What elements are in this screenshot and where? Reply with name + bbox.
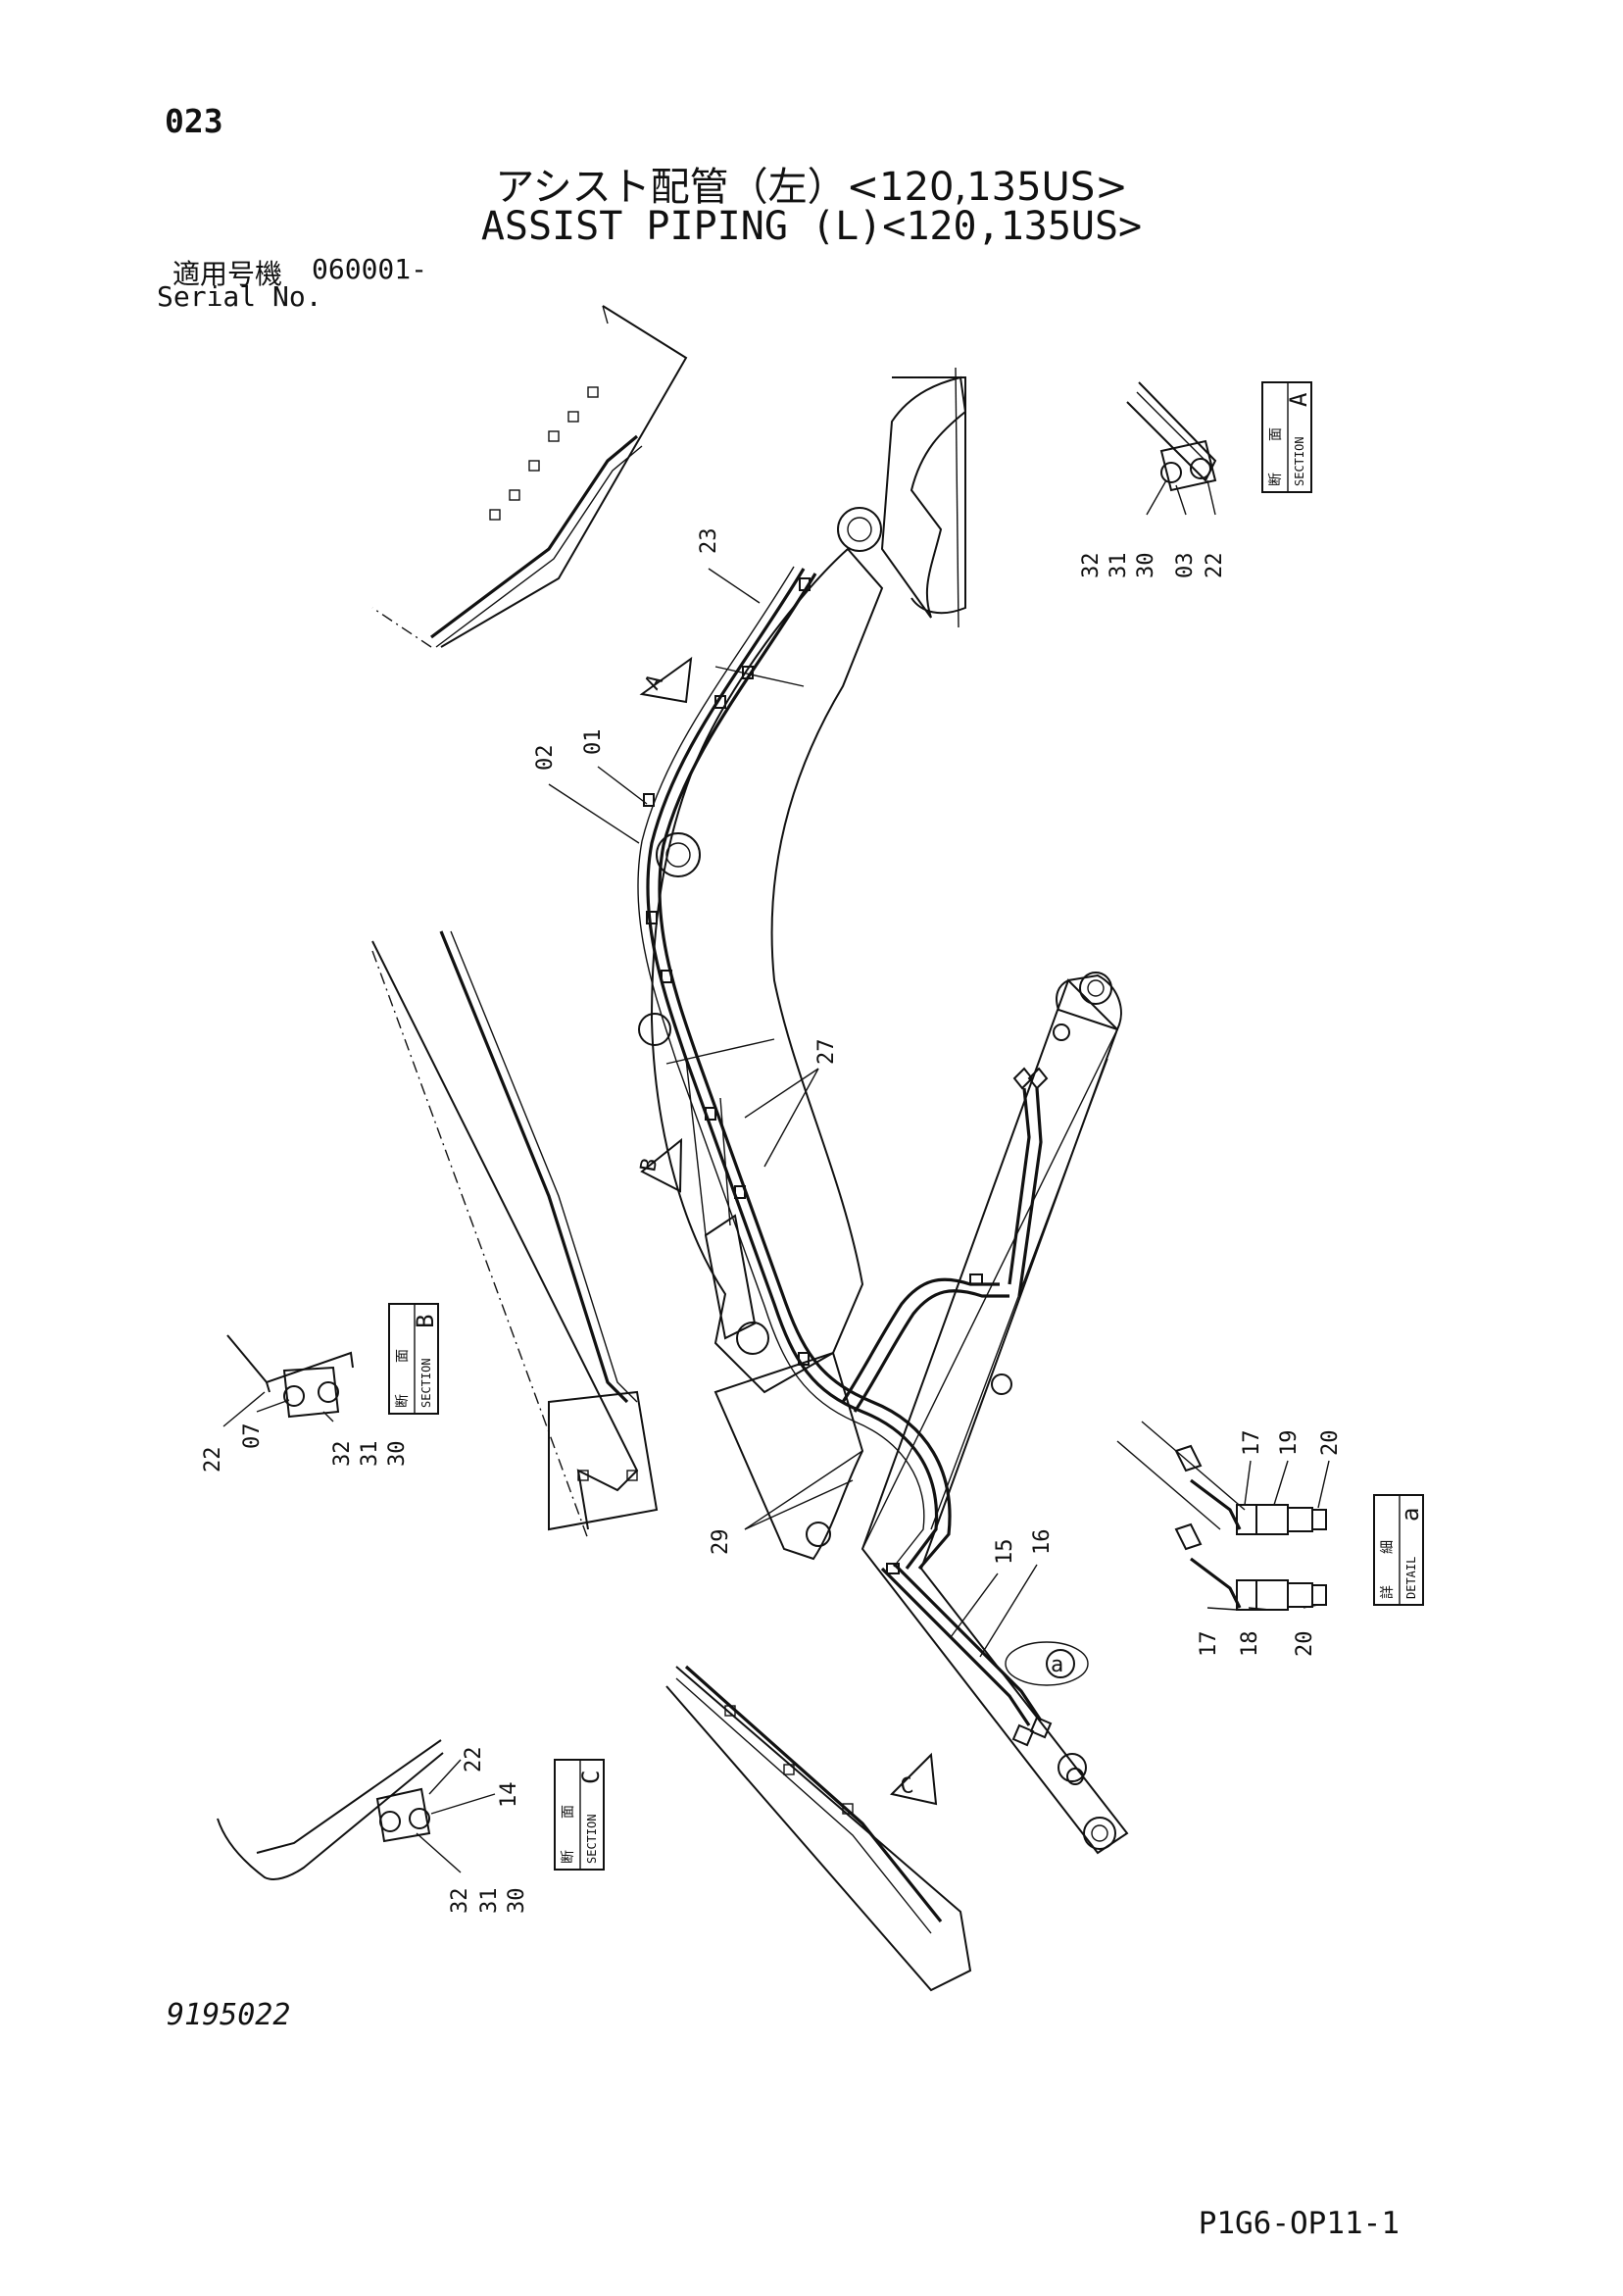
svg-text:17: 17 (1240, 1430, 1264, 1457)
svg-text:23: 23 (697, 528, 721, 555)
svg-text:断: 断 (395, 1394, 411, 1408)
svg-text:02: 02 (533, 745, 558, 772)
svg-text:32: 32 (1079, 553, 1104, 579)
svg-text:22: 22 (462, 1747, 486, 1773)
assist-pipes (637, 566, 1053, 1747)
svg-text:30: 30 (505, 1888, 529, 1915)
svg-text:29: 29 (709, 1529, 733, 1556)
svg-text:B: B (412, 1315, 439, 1328)
svg-text:SECTION: SECTION (1293, 436, 1306, 486)
svg-text:30: 30 (1134, 553, 1158, 579)
aux-view-left (371, 930, 659, 1540)
svg-text:27: 27 (814, 1039, 839, 1066)
svg-text:詳: 詳 (1380, 1585, 1396, 1599)
svg-text:14: 14 (497, 1782, 521, 1809)
svg-text:31: 31 (1107, 553, 1131, 579)
svg-text:A: A (641, 671, 668, 694)
svg-text:DETAIL: DETAIL (1404, 1557, 1418, 1599)
section-a-detail: 32 31 30 03 22 (1079, 381, 1227, 579)
boom-outline (638, 367, 967, 1561)
section-c-box: 断 面 SECTION C (554, 1759, 605, 1871)
svg-text:32: 32 (330, 1441, 355, 1468)
svg-text:20: 20 (1293, 1631, 1317, 1658)
serial-number-value: 060001- (312, 253, 428, 285)
svg-text:A: A (1285, 392, 1312, 407)
svg-text:面: 面 (561, 1805, 576, 1819)
view-marker-a: A (639, 656, 693, 704)
view-marker-b: B (636, 1137, 683, 1193)
svg-text:20: 20 (1318, 1430, 1343, 1457)
page-code: P1G6-OP11-1 (1198, 2206, 1400, 2241)
svg-text:31: 31 (477, 1888, 502, 1915)
svg-text:07: 07 (240, 1423, 265, 1450)
svg-text:01: 01 (581, 729, 606, 756)
arm-outline (861, 972, 1129, 1855)
svg-text:15: 15 (993, 1539, 1017, 1566)
title-english: ASSIST PIPING (L)<120,135US> (480, 204, 1143, 249)
svg-text:31: 31 (358, 1441, 382, 1468)
page-number: 023 (165, 102, 223, 140)
svg-text:22: 22 (1203, 553, 1227, 579)
detail-a-box: 詳 細 DETAIL a (1373, 1494, 1424, 1606)
aux-view-upper-left (371, 305, 688, 648)
figure-code: 9195022 (167, 1998, 291, 2032)
section-b-detail: 22 07 32 31 30 (201, 1334, 410, 1473)
svg-text:C: C (577, 1771, 605, 1784)
svg-text:SECTION: SECTION (419, 1358, 433, 1408)
section-c-detail: 22 14 32 31 30 (217, 1739, 529, 1915)
svg-text:B: B (636, 1157, 663, 1173)
svg-text:面: 面 (395, 1349, 411, 1363)
svg-text:細: 細 (1380, 1540, 1396, 1554)
svg-text:19: 19 (1277, 1430, 1302, 1457)
section-a-box: 断 面 SECTION A (1261, 381, 1312, 493)
main-callouts: 23 02 01 27 29 15 16 (533, 528, 1055, 1658)
svg-text:C: C (899, 1773, 915, 1800)
title-japanese: アシスト配管（左）<120,135US> (495, 165, 1128, 210)
svg-text:30: 30 (385, 1441, 410, 1468)
aux-view-lower-left (665, 1665, 972, 1992)
svg-text:断: 断 (1268, 473, 1284, 486)
section-b-box: 断 面 SECTION B (388, 1303, 439, 1415)
svg-text:32: 32 (448, 1888, 472, 1915)
svg-text:断: 断 (561, 1850, 576, 1864)
detail-a-drawing: 17 19 20 17 18 20 (1116, 1421, 1343, 1658)
view-marker-c: C (890, 1752, 938, 1806)
serial-label-english: Serial No. (157, 280, 322, 313)
svg-text:17: 17 (1197, 1631, 1221, 1658)
svg-text:18: 18 (1238, 1631, 1262, 1658)
svg-text:面: 面 (1268, 427, 1284, 441)
svg-text:SECTION: SECTION (585, 1814, 599, 1864)
svg-text:22: 22 (201, 1447, 225, 1473)
svg-text:a: a (1397, 1508, 1424, 1522)
detail-marker-a: a (1005, 1641, 1089, 1686)
svg-text:03: 03 (1173, 553, 1198, 579)
serial-label-japanese: 適用号機 (172, 258, 283, 290)
svg-text:a: a (1051, 1653, 1063, 1677)
svg-text:16: 16 (1030, 1529, 1055, 1556)
